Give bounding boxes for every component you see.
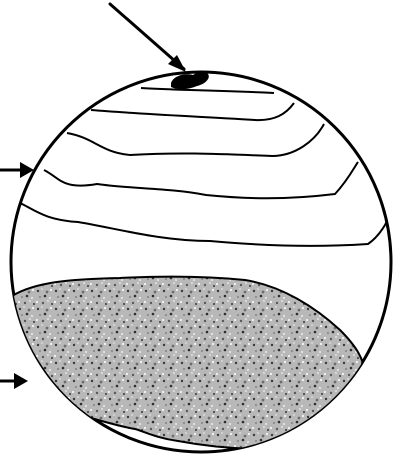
left-arrow-lower	[0, 373, 28, 389]
circular-sample	[11, 71, 392, 452]
left-arrow-lower-head	[14, 373, 28, 389]
left-arrow-upper	[0, 162, 34, 178]
top-callout-arrow	[110, 4, 186, 72]
